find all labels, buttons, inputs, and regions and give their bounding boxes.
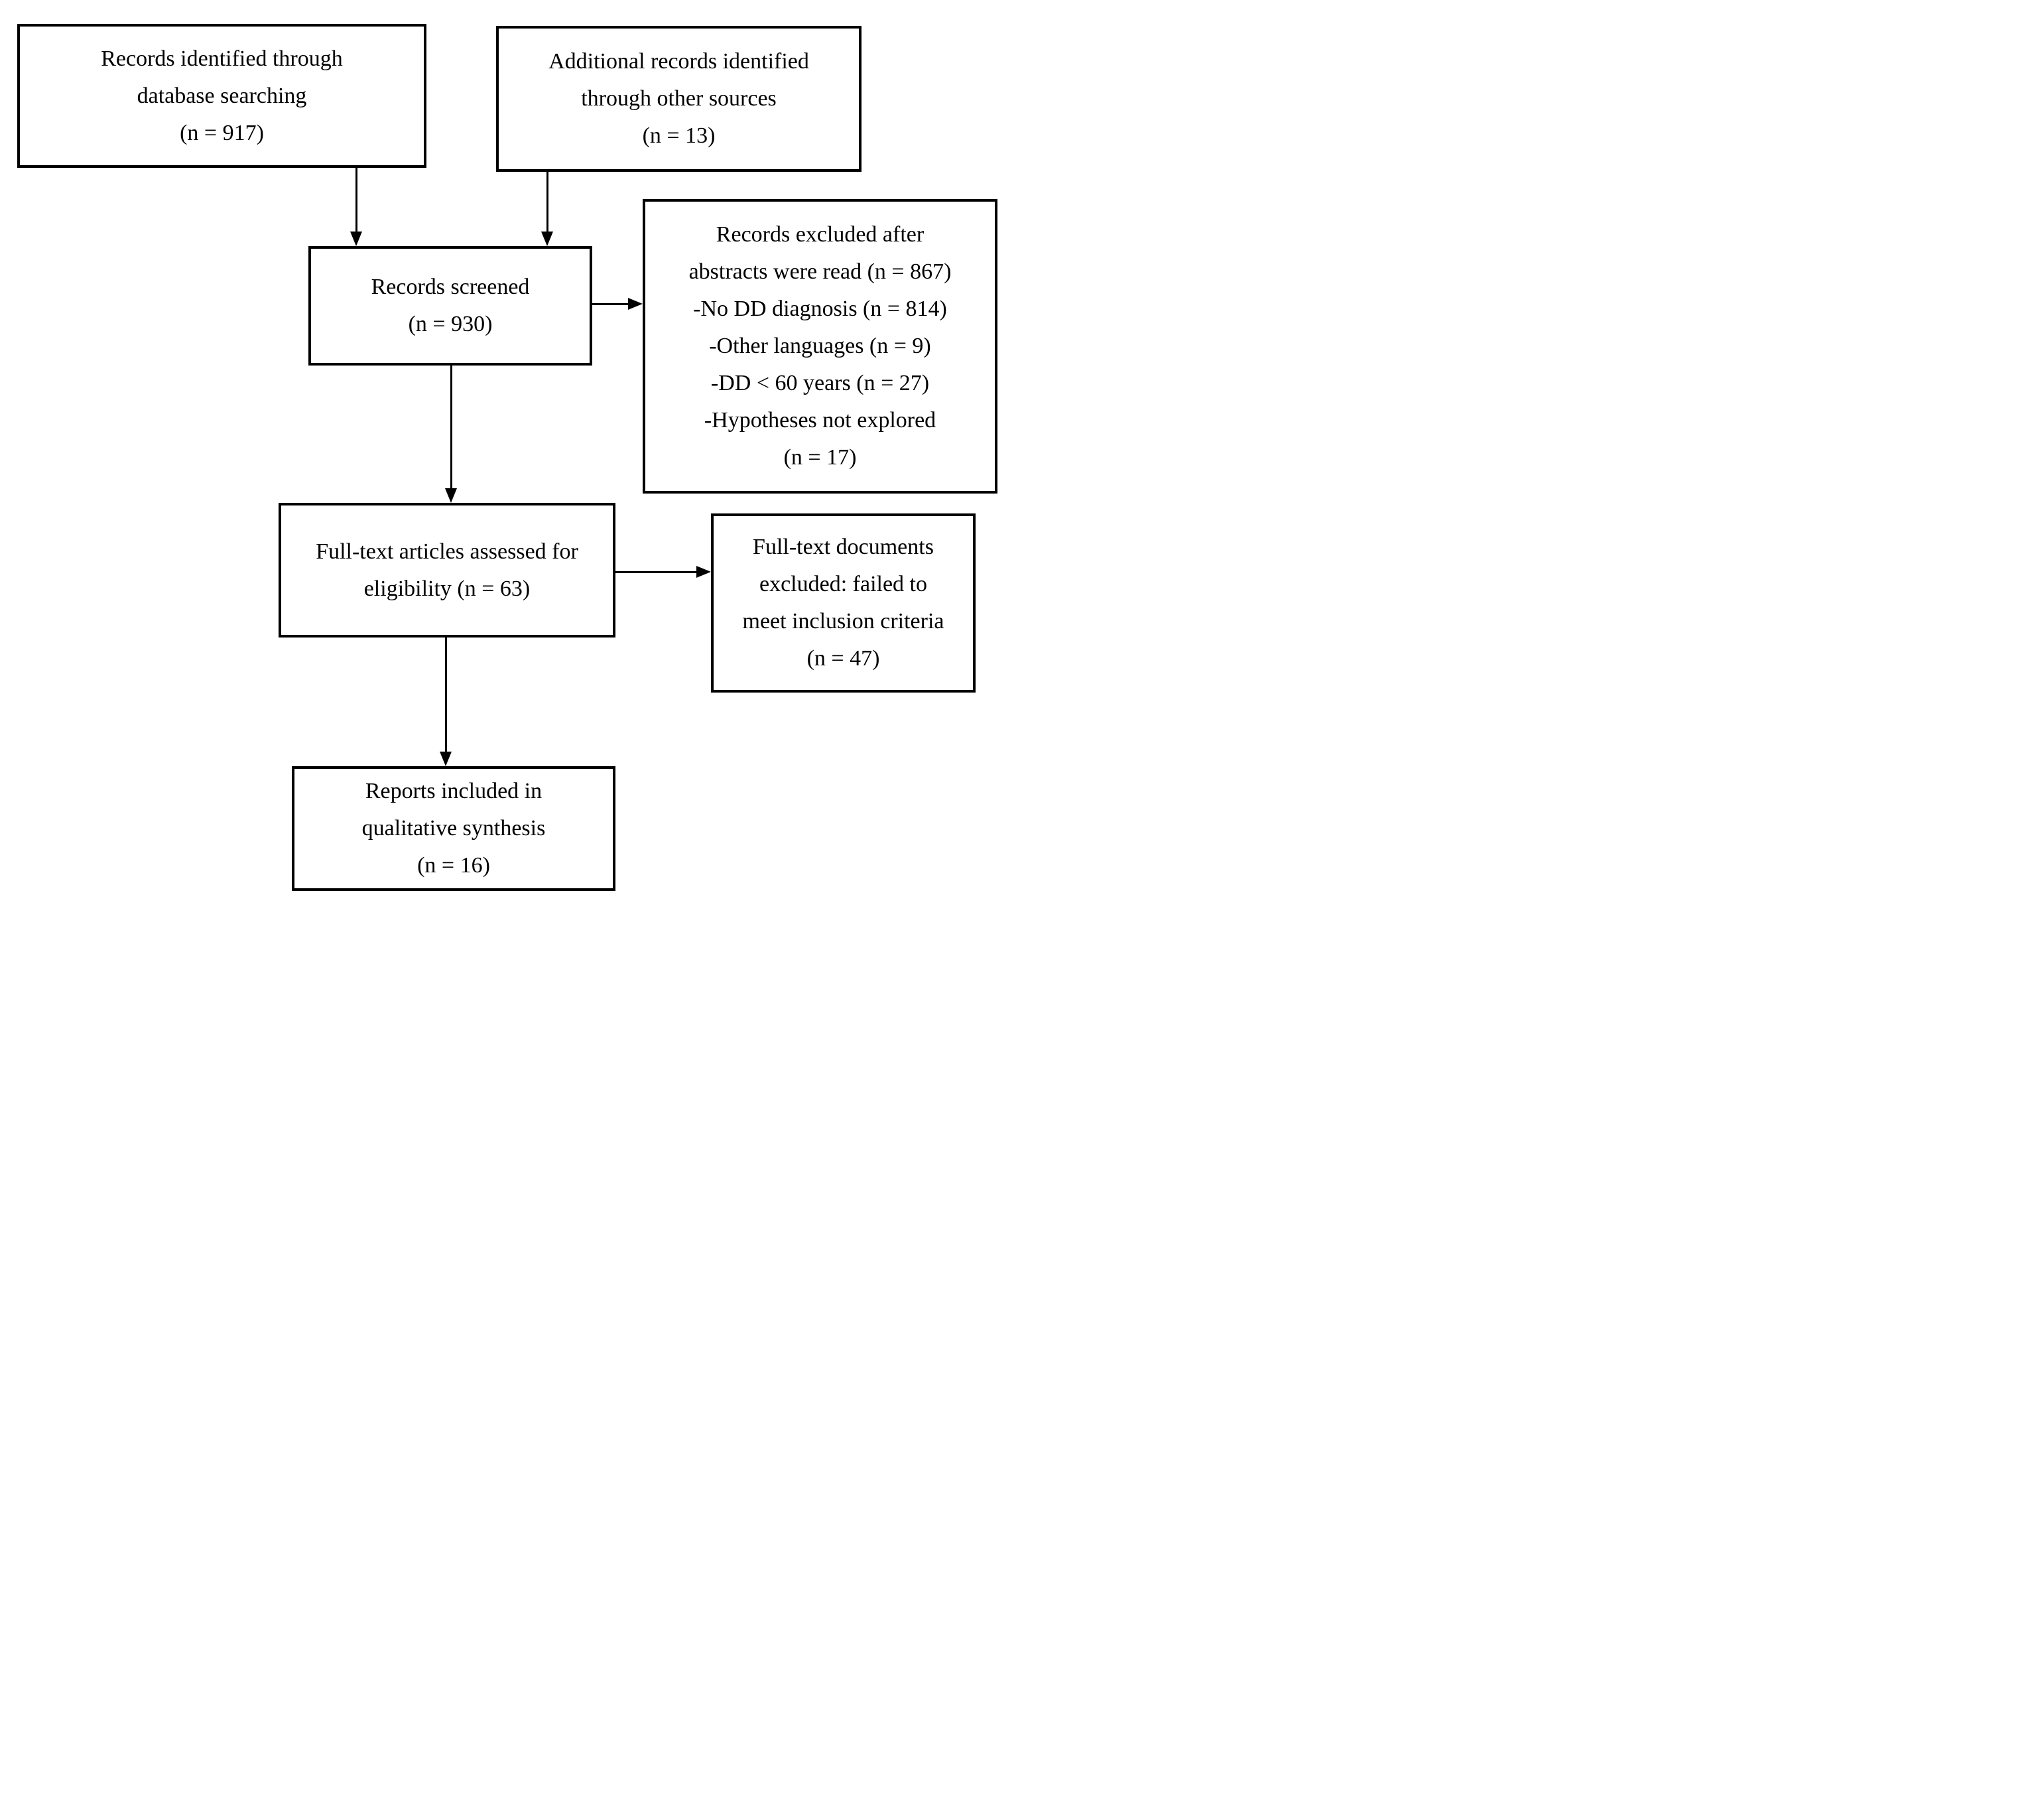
prisma-flow-diagram: Records identified through database sear… <box>0 0 1022 906</box>
flow-box-text-line: -No DD diagnosis (n = 814) <box>693 297 947 321</box>
flow-box-text-line: Full-text articles assessed for <box>316 539 578 564</box>
flow-box-text-line: (n = 17) <box>783 445 857 470</box>
flow-box-text-line: -DD < 60 years (n = 27) <box>710 371 930 395</box>
flow-box-text-line: through other sources <box>581 86 777 111</box>
flow-box-text-line: database searching <box>137 83 307 108</box>
flow-box-reports-included: Reports included in qualitative synthesi… <box>292 766 615 891</box>
flow-box-text-line: Records excluded after <box>716 222 925 247</box>
flow-box-text-line: abstracts were read (n = 867) <box>688 259 952 284</box>
arrow-identified-to-screened-line <box>355 168 357 232</box>
flow-box-text-line: (n = 47) <box>806 646 880 671</box>
flow-box-text-line: Records screened <box>371 275 530 299</box>
flow-box-records-excluded: Records excluded after abstracts were re… <box>643 199 997 494</box>
arrow-fulltext-to-excluded-line <box>615 571 696 573</box>
flow-box-text-line: (n = 930) <box>408 312 493 336</box>
flow-box-text-line: Additional records identified <box>548 49 809 74</box>
flow-box-records-identified: Records identified through database sear… <box>17 24 426 168</box>
flow-box-text-line: excluded: failed to <box>759 572 927 596</box>
flow-box-text-line: Records identified through <box>101 46 343 71</box>
flow-box-text-line: meet inclusion criteria <box>742 609 944 634</box>
flow-box-fulltext-excluded: Full-text documents excluded: failed to … <box>711 513 976 693</box>
arrow-identified-to-screened-head-icon <box>350 232 362 246</box>
flow-box-records-screened: Records screened (n = 930) <box>308 246 592 366</box>
flow-box-text-line: Reports included in <box>365 779 543 803</box>
arrow-fulltext-to-included-head-icon <box>440 752 452 766</box>
flow-box-text-line: Full-text documents <box>753 535 934 559</box>
flow-box-text-line: (n = 13) <box>642 123 716 148</box>
flow-box-text-line: -Hypotheses not explored <box>704 408 936 433</box>
flow-box-text-line: eligibility (n = 63) <box>363 576 531 601</box>
flow-box-text-line: (n = 16) <box>417 853 490 878</box>
arrow-screened-to-excluded-head-icon <box>628 298 643 310</box>
flow-box-text-line: (n = 917) <box>180 120 264 145</box>
arrow-additional-to-screened-head-icon <box>541 232 553 246</box>
arrow-screened-to-fulltext-head-icon <box>445 488 457 503</box>
flow-box-additional-records: Additional records identified through ot… <box>496 26 862 172</box>
flow-box-fulltext-assessed: Full-text articles assessed for eligibil… <box>279 503 615 638</box>
flow-box-text-line: qualitative synthesis <box>361 816 546 840</box>
arrow-screened-to-excluded-line <box>592 303 628 305</box>
arrow-fulltext-to-included-line <box>445 638 447 752</box>
arrow-additional-to-screened-line <box>546 172 548 232</box>
arrow-screened-to-fulltext-line <box>450 366 452 488</box>
arrow-fulltext-to-excluded-head-icon <box>696 566 711 578</box>
flow-box-text-line: -Other languages (n = 9) <box>709 334 931 358</box>
